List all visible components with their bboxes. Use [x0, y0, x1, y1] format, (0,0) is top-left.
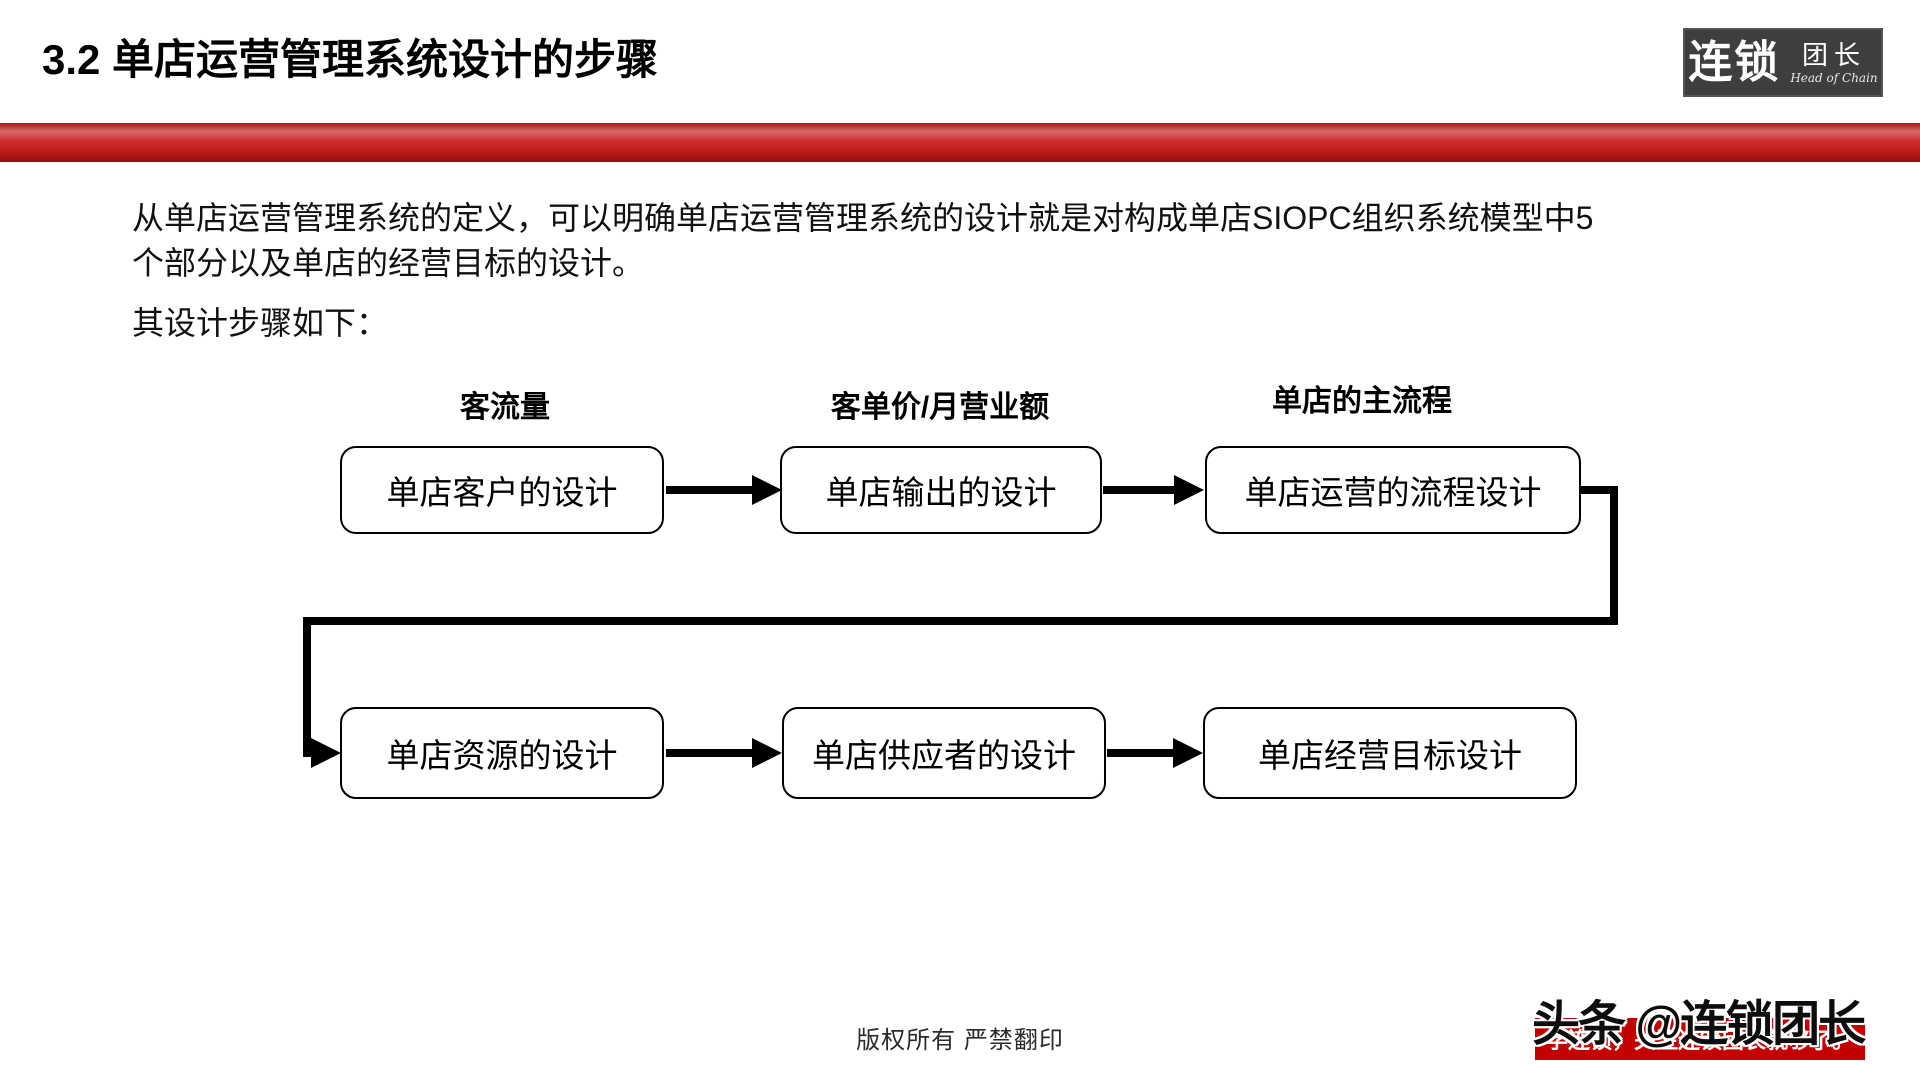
flow-box-goal-design: 单店经营目标设计 — [1203, 707, 1577, 799]
flow-box-label: 单店经营目标设计 — [1258, 737, 1522, 774]
flow-label-traffic: 客流量 — [460, 391, 550, 424]
flow-box-label: 单店资源的设计 — [386, 737, 618, 774]
intro-paragraph: 从单店运营管理系统的定义，可以明确单店运营管理系统的设计就是对构成单店SIOPC… — [132, 196, 1593, 346]
flow-box-label: 单店输出的设计 — [825, 474, 1057, 511]
copyright-notice: 版权所有 严禁翻印 — [856, 1027, 1064, 1054]
flow-box-label: 单店客户的设计 — [386, 474, 618, 511]
logo-cn-main: 连锁 — [1688, 37, 1781, 87]
flow-label-ticket-revenue: 客单价/月营业额 — [830, 391, 1050, 424]
watermark-banner: 学连锁，关注连锁团长就够了。 — [1535, 1018, 1865, 1060]
logo-cn-sub: 团长 — [1801, 39, 1866, 70]
page-title: 3.2 单店运营管理系统设计的步骤 — [42, 36, 659, 83]
flow-box-resource-design: 单店资源的设计 — [340, 707, 664, 799]
arrow-box5-box6 — [1107, 738, 1203, 768]
intro-line-1: 从单店运营管理系统的定义，可以明确单店运营管理系统的设计就是对构成单店SIOPC… — [132, 200, 1594, 236]
flow-box-process-design: 单店运营的流程设计 — [1205, 446, 1581, 534]
flow-box-customer-design: 单店客户的设计 — [340, 446, 664, 534]
brand-logo: 连锁 团长 Head of Chain — [1683, 28, 1883, 97]
accent-divider-bar — [0, 123, 1920, 162]
flow-label-main-process: 单店的主流程 — [1272, 385, 1452, 418]
intro-line-2: 个部分以及单店的经营目标的设计。 — [132, 245, 645, 281]
flow-box-output-design: 单店输出的设计 — [780, 446, 1102, 534]
arrow-box1-box2 — [666, 475, 782, 505]
watermark-main-text: 头条 @连锁团长 — [1532, 998, 1866, 1051]
watermark-banner-text: 学连锁，关注连锁团长就够了。 — [1545, 1028, 1854, 1053]
logo-right-block: 团长 Head of Chain — [1790, 42, 1877, 84]
arrow-box2-box3 — [1103, 475, 1204, 505]
arrow-box4-box5 — [666, 738, 782, 768]
flow-box-supplier-design: 单店供应者的设计 — [782, 707, 1106, 799]
flow-box-label: 单店运营的流程设计 — [1244, 474, 1542, 511]
flow-box-label: 单店供应者的设计 — [812, 737, 1076, 774]
logo-en-tagline: Head of Chain — [1790, 70, 1878, 85]
intro-line-3: 其设计步骤如下： — [132, 305, 389, 341]
